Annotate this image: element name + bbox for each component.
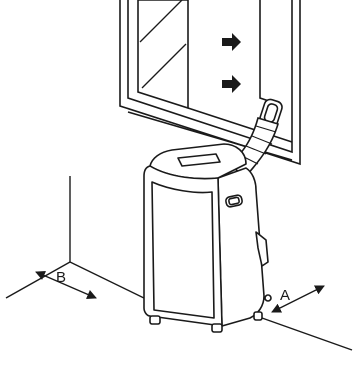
portable-air-conditioner xyxy=(144,144,271,332)
caster-wheel xyxy=(150,316,160,324)
window-outer-frame xyxy=(120,0,300,164)
right-arrow-icon xyxy=(222,75,241,93)
dimension-b-label: B xyxy=(56,269,66,286)
airflow-arrows xyxy=(222,33,241,93)
caster-wheel xyxy=(254,312,262,320)
glass-hatching xyxy=(140,0,186,88)
window-glass-pane xyxy=(138,0,188,108)
wall-floor-edge-right xyxy=(70,262,148,300)
unit-front-inset xyxy=(152,182,214,318)
caster-wheel xyxy=(212,324,222,332)
floor-edge-front xyxy=(262,318,352,350)
window xyxy=(120,0,300,164)
right-arrow-icon xyxy=(222,33,241,51)
window-kit-panel xyxy=(260,0,272,102)
drain-port xyxy=(265,295,271,301)
dimension-a-label: A xyxy=(280,287,290,304)
